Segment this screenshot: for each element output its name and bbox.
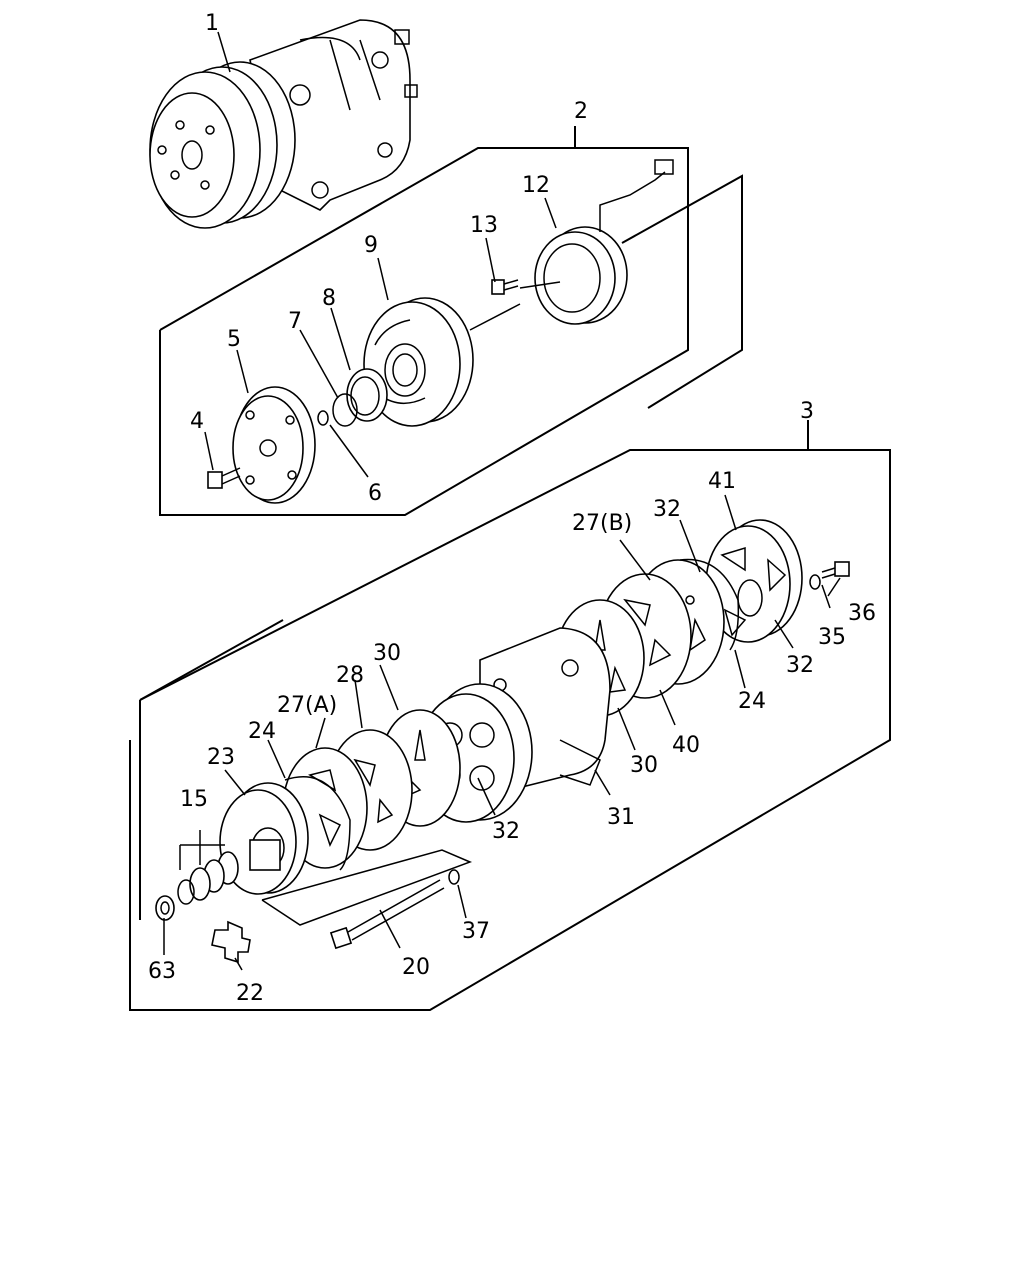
callout-3: 3 bbox=[800, 399, 814, 424]
callout-12: 12 bbox=[522, 173, 550, 198]
callout-32-center: 32 bbox=[492, 819, 520, 844]
callout-5: 5 bbox=[227, 327, 241, 352]
o-ring-24-right bbox=[679, 558, 740, 651]
callout-13: 13 bbox=[470, 213, 498, 238]
callout-32-top: 32 bbox=[653, 497, 681, 522]
shim-6 bbox=[317, 410, 329, 426]
callout-28: 28 bbox=[336, 663, 364, 688]
callout-20: 20 bbox=[402, 955, 430, 980]
compressor-body-group-frame bbox=[129, 420, 891, 1011]
callout-27b: 27(B) bbox=[572, 511, 632, 536]
o-ring-24-left bbox=[284, 776, 351, 871]
bolt-36 bbox=[821, 561, 850, 579]
callout-6: 6 bbox=[368, 481, 382, 506]
leader-lines-group-2 bbox=[204, 31, 561, 478]
bearing-8 bbox=[346, 368, 388, 422]
felt-ring-63 bbox=[155, 895, 175, 921]
callout-9: 9 bbox=[364, 233, 378, 258]
callout-2: 2 bbox=[574, 99, 588, 124]
cross-mark-22 bbox=[211, 920, 251, 964]
callout-63: 63 bbox=[148, 959, 176, 984]
shaft-seal-15 bbox=[177, 851, 239, 905]
snap-ring-7 bbox=[332, 393, 358, 427]
callout-15: 15 bbox=[180, 787, 208, 812]
callout-27a: 27(A) bbox=[277, 693, 337, 718]
callout-22: 22 bbox=[236, 981, 264, 1006]
callout-1: 1 bbox=[205, 11, 219, 36]
field-coil-12 bbox=[534, 159, 674, 325]
through-bolt-20 bbox=[329, 879, 445, 950]
callout-30-left: 30 bbox=[373, 641, 401, 666]
callout-37: 37 bbox=[462, 919, 490, 944]
callout-4: 4 bbox=[190, 409, 204, 434]
callout-labels: 1 2 3 4 5 6 7 8 9 12 13 15 20 22 23 24 2… bbox=[148, 11, 876, 1006]
callout-7: 7 bbox=[288, 309, 302, 334]
washer-37 bbox=[448, 869, 460, 885]
callout-24-left: 24 bbox=[248, 719, 276, 744]
pulley-9 bbox=[363, 297, 474, 427]
front-housing-23 bbox=[219, 782, 309, 895]
callout-30-right: 30 bbox=[630, 753, 658, 778]
clutch-plate-5 bbox=[232, 386, 316, 504]
bolt-bracket bbox=[261, 849, 473, 926]
bolt-4 bbox=[207, 467, 241, 489]
callout-32-right: 32 bbox=[786, 653, 814, 678]
bolt-13 bbox=[491, 279, 519, 295]
callout-31: 31 bbox=[607, 805, 635, 830]
washer-35 bbox=[809, 574, 821, 590]
callout-35: 35 bbox=[818, 625, 846, 650]
leader-lines-group-3 bbox=[163, 494, 841, 971]
callout-24-right: 24 bbox=[738, 689, 766, 714]
callout-40: 40 bbox=[672, 733, 700, 758]
compressor-assembly-1 bbox=[149, 19, 418, 229]
callout-36: 36 bbox=[848, 601, 876, 626]
callout-8: 8 bbox=[322, 286, 336, 311]
callout-23: 23 bbox=[207, 745, 235, 770]
clutch-group-frame bbox=[159, 126, 743, 516]
callout-41: 41 bbox=[708, 469, 736, 494]
